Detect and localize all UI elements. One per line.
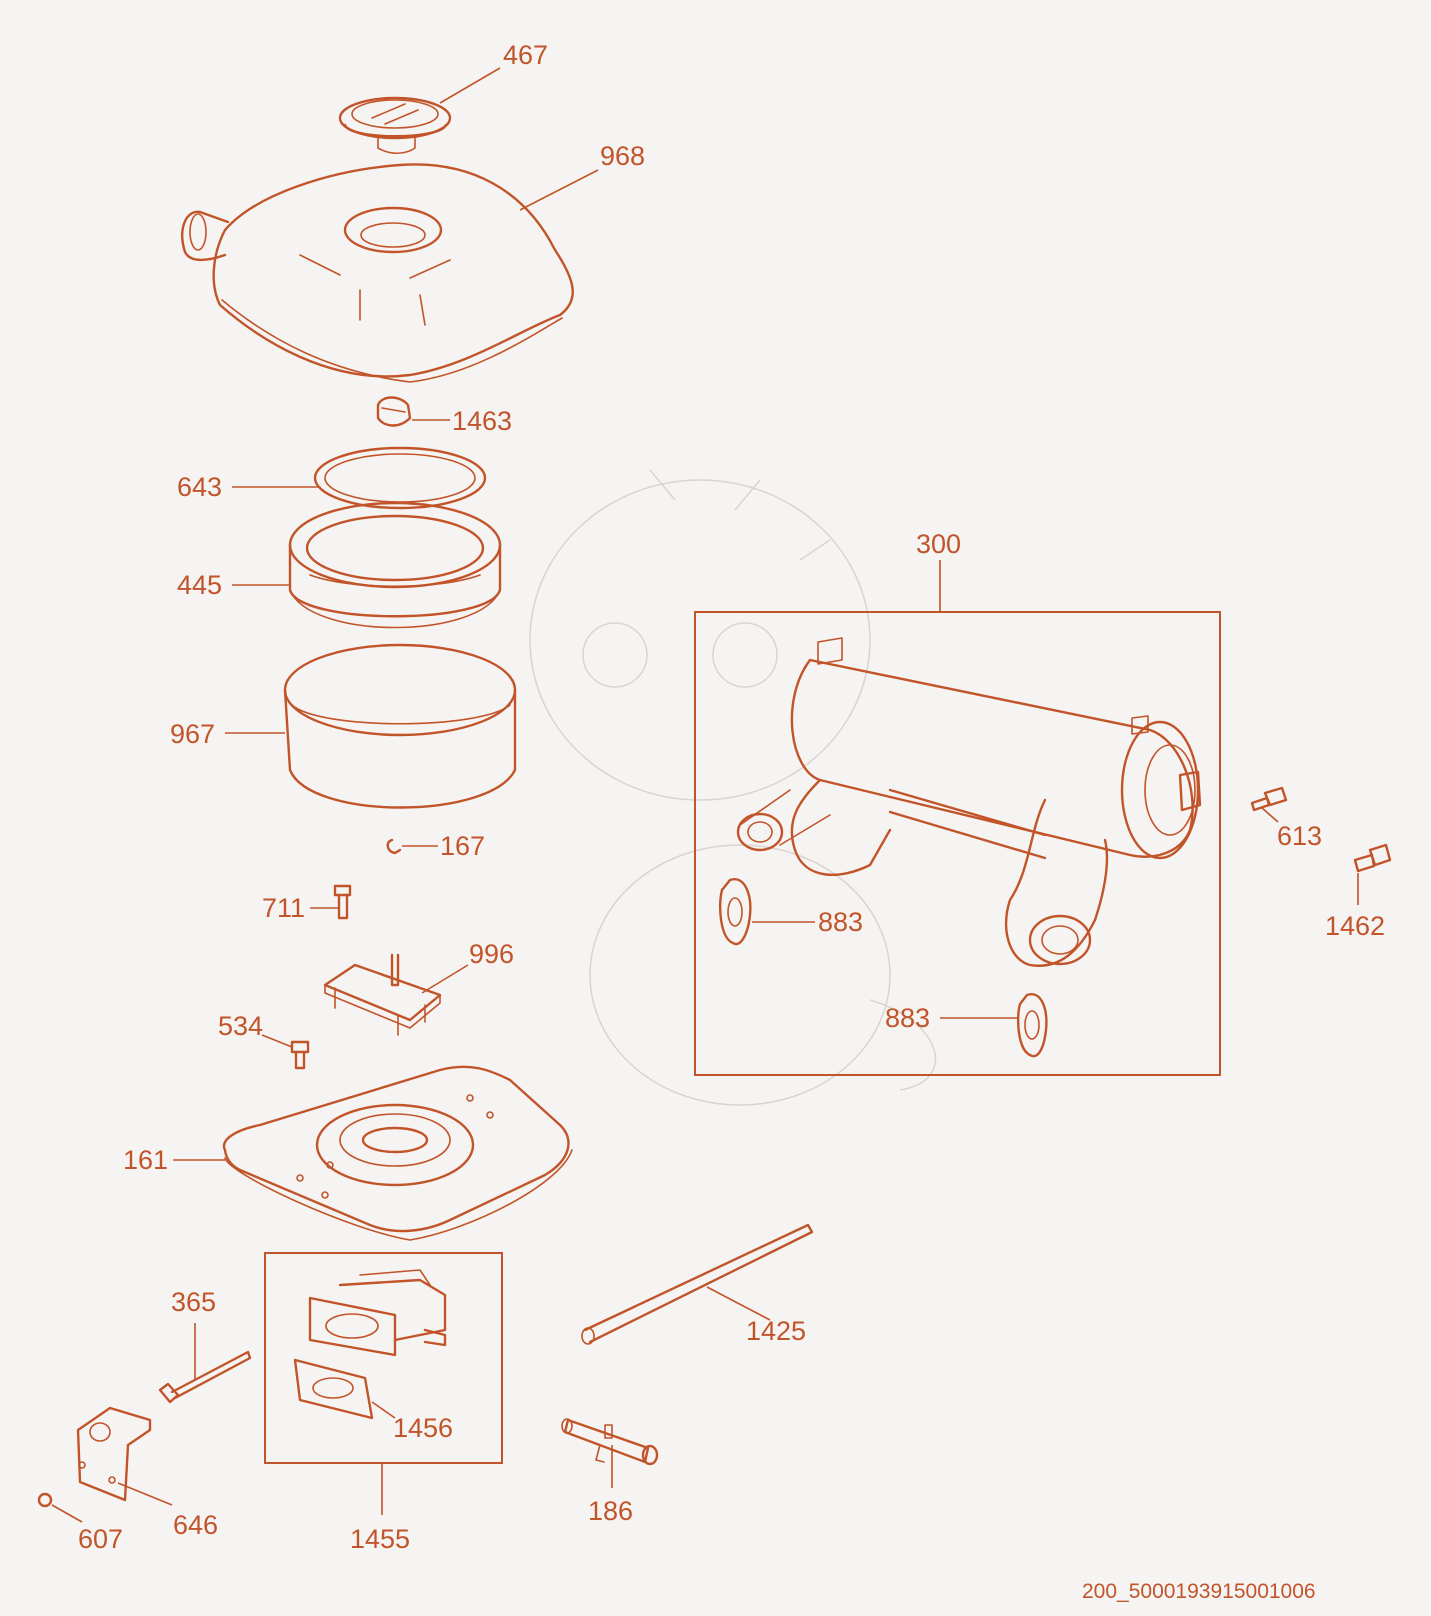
label-967: 967: [170, 719, 215, 749]
leader-1425: [706, 1286, 771, 1321]
part-445-filter: [288, 501, 502, 629]
part-534-screw: [290, 1040, 310, 1070]
leader-613: [1261, 807, 1279, 823]
part-646-bracket: [76, 1406, 152, 1502]
label-613: 613: [1277, 821, 1322, 851]
label-883a: 883: [818, 907, 863, 937]
leader-607: [51, 1504, 83, 1523]
part-967-precleaner: [283, 643, 517, 809]
label-1463: 1463: [452, 406, 512, 436]
part-186-link: [561, 1418, 659, 1466]
part-613-bolt: [1250, 786, 1288, 812]
reference-code: 200_5000193915001006: [1082, 1580, 1316, 1603]
leader-534: [261, 1034, 293, 1048]
label-883b: 883: [885, 1003, 930, 1033]
part-1463-knob: [376, 396, 412, 427]
part-1462-bolt: [1353, 843, 1392, 873]
label-1455: 1455: [350, 1524, 410, 1554]
label-711: 711: [262, 893, 305, 923]
part-365-long-bolt: [158, 1350, 252, 1404]
leader-996: [421, 964, 469, 994]
leader-1456: [371, 1401, 396, 1419]
label-445: 445: [177, 570, 222, 600]
label-1425: 1425: [746, 1316, 806, 1346]
label-968: 968: [600, 141, 645, 171]
part-1425-rod: [581, 1223, 814, 1345]
part-883-gasket-b: [1016, 993, 1048, 1058]
label-467: 467: [503, 40, 548, 70]
part-1455-carburetor: [308, 1269, 447, 1357]
label-996: 996: [469, 939, 514, 969]
part-711-bolt: [333, 884, 352, 920]
part-1456-gasket: [293, 1358, 374, 1420]
label-167: 167: [440, 831, 485, 861]
part-161-base: [222, 1065, 573, 1241]
label-534: 534: [218, 1011, 263, 1041]
label-643: 643: [177, 472, 222, 502]
part-607-nut: [37, 1492, 53, 1508]
part-968-cover: [181, 163, 574, 383]
part-300-muffler: [736, 637, 1202, 967]
part-167-clip: [386, 838, 402, 855]
label-1462: 1462: [1325, 911, 1385, 941]
part-883-gasket-a: [719, 878, 752, 946]
box-1455-group: [264, 1252, 503, 1464]
leader-968: [519, 169, 599, 211]
label-365: 365: [171, 1287, 216, 1317]
leader-646: [117, 1482, 173, 1506]
label-300: 300: [916, 529, 961, 559]
part-467-cap: [338, 96, 452, 155]
part-996-plate: [323, 953, 442, 1036]
watermark-illustration: [529, 469, 937, 1106]
leader-467: [439, 67, 501, 104]
part-643-seal: [313, 446, 487, 510]
label-607: 607: [78, 1524, 123, 1554]
label-161: 161: [123, 1145, 168, 1175]
box-300-group: [694, 611, 1221, 1076]
label-186: 186: [588, 1496, 633, 1526]
label-1456: 1456: [393, 1413, 453, 1443]
label-646: 646: [173, 1510, 218, 1540]
